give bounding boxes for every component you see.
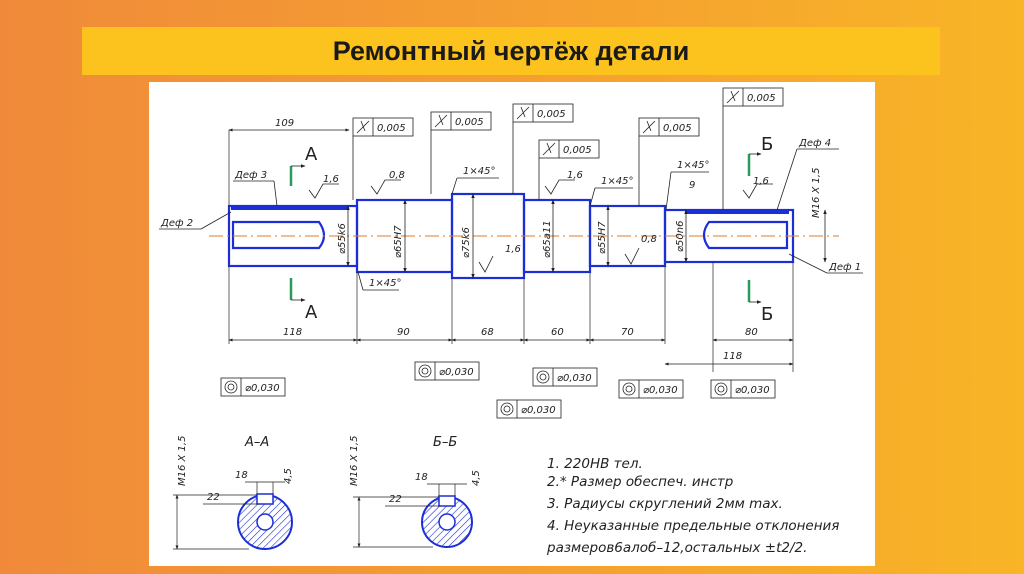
roughness-1: 1,6 xyxy=(323,174,339,185)
note-1: 1. 220HB тел. xyxy=(547,456,643,472)
concentricity-tol-5: ⌀0,030 xyxy=(643,385,678,396)
section-aa: А–А M16 X 1,5 18 4,5 22 xyxy=(173,435,294,550)
section-a-top: А xyxy=(305,144,318,165)
section-bb-thread: M16 X 1,5 xyxy=(349,436,360,486)
section-b-bottom: Б xyxy=(761,304,773,325)
section-aa-45: 4,5 xyxy=(283,468,294,484)
section-b-top: Б xyxy=(761,134,773,155)
drawing-sheet: ⌀55k6 ⌀65H7 ⌀75k6 ⌀65a11 ⌀55H7 ⌀50n6 M16… xyxy=(149,82,875,566)
dimension-80: 80 xyxy=(745,327,758,338)
roughness-4: 1,6 xyxy=(505,244,521,255)
diameter-65a11: ⌀65a11 xyxy=(542,220,553,258)
length-dimensions: 109 118 90 68 60 70 80 118 xyxy=(228,118,794,372)
defect-2: Деф 2 xyxy=(160,218,193,229)
defect-1: Деф 1 xyxy=(828,262,861,273)
concentricity-tol-4: ⌀0,030 xyxy=(557,373,592,384)
section-aa-thread: M16 X 1,5 xyxy=(177,436,188,486)
chamfer-2: 1×45° xyxy=(369,278,401,289)
concentricity-tol-2: ⌀0,030 xyxy=(439,367,474,378)
section-aa-22: 22 xyxy=(207,492,220,503)
technical-notes: 1. 220HB тел. 2.* Размер обеспеч. инстр … xyxy=(546,456,839,556)
slide-title: Ремонтный чертёж детали xyxy=(332,35,690,66)
roughness-5: 0,8 xyxy=(641,234,657,245)
runout-tol-3: 0,005 xyxy=(537,109,566,120)
section-aa-18: 18 xyxy=(235,470,248,481)
roughness-3: 1,6 xyxy=(567,170,583,181)
concentricity-frames: ⌀0,030 ⌀0,030 ⌀0,030 ⌀0,030 ⌀0,030 ⌀0,03… xyxy=(220,361,776,419)
thread-label: M16 X 1,5 xyxy=(811,168,822,218)
defect-zones xyxy=(231,206,789,214)
dimension-90: 90 xyxy=(397,327,410,338)
note-2: 2.* Размер обеспеч. инстр xyxy=(547,474,733,490)
diameter-55k6: ⌀55k6 xyxy=(337,223,348,254)
diameter-labels: ⌀55k6 ⌀65H7 ⌀75k6 ⌀65a11 ⌀55H7 ⌀50n6 M16… xyxy=(337,168,822,258)
section-bb: Б–Б M16 X 1,5 18 4,5 22 xyxy=(349,435,482,548)
dimension-118-right: 118 xyxy=(723,351,742,362)
concentricity-tol-6: ⌀0,030 xyxy=(735,385,770,396)
dimension-118-left: 118 xyxy=(283,327,302,338)
section-a-bottom: А xyxy=(305,302,318,323)
section-markers: А А Б Б xyxy=(289,134,773,325)
runout-tol-6: 0,005 xyxy=(747,93,776,104)
defect-labels: Деф 3 Деф 2 Деф 4 Деф 1 xyxy=(159,138,863,274)
roughness-6: 1,6 xyxy=(753,176,769,187)
chamfer-4: 1×45° xyxy=(677,160,709,171)
note-3: 3. Радиусы скруглений 2мм max. xyxy=(547,496,783,512)
diameter-lines xyxy=(346,193,827,279)
roughness-marks: 1,6 0,8 1,6 1,6 0,8 1,6 xyxy=(308,170,773,273)
dimension-70: 70 xyxy=(621,327,634,338)
chamfer-1: 1×45° xyxy=(463,166,495,177)
section-bb-22: 22 xyxy=(389,494,402,505)
diameter-55h7: ⌀55H7 xyxy=(597,221,608,254)
note-4: 4. Неуказанные предельные отклонения xyxy=(547,518,839,534)
concentricity-tol-1: ⌀0,030 xyxy=(245,383,280,394)
technical-drawing: ⌀55k6 ⌀65H7 ⌀75k6 ⌀65a11 ⌀55H7 ⌀50n6 M16… xyxy=(159,87,863,556)
defect-4: Деф 4 xyxy=(798,138,831,149)
dimension-9: 9 xyxy=(689,180,695,191)
dimension-109: 109 xyxy=(275,118,294,129)
runout-tol-4: 0,005 xyxy=(563,145,592,156)
title-bar: Ремонтный чертёж детали xyxy=(82,27,940,75)
runout-tol-5: 0,005 xyxy=(663,123,692,134)
diameter-50n6: ⌀50n6 xyxy=(675,221,686,252)
section-aa-title: А–А xyxy=(244,435,269,450)
runout-tol-2: 0,005 xyxy=(455,117,484,128)
chamfer-labels: 1×45° 1×45° 1×45° 1×45° 9 xyxy=(357,160,709,291)
section-bb-title: Б–Б xyxy=(433,435,457,450)
runout-frames: 0,005 0,005 0,005 0,005 0,005 0,005 xyxy=(352,87,784,210)
dimension-60: 60 xyxy=(551,327,564,338)
dimension-68: 68 xyxy=(481,327,494,338)
chamfer-3: 1×45° xyxy=(601,176,633,187)
diameter-65h7: ⌀65H7 xyxy=(393,225,404,258)
section-bb-45: 4,5 xyxy=(471,470,482,486)
concentricity-tol-3: ⌀0,030 xyxy=(521,405,556,416)
runout-tol-1: 0,005 xyxy=(377,123,406,134)
note-5: размеров6алоб–12,остальных ±t2/2. xyxy=(546,540,807,556)
roughness-2: 0,8 xyxy=(389,170,405,181)
defect-3: Деф 3 xyxy=(234,170,267,181)
section-bb-18: 18 xyxy=(415,472,428,483)
diameter-75k6: ⌀75k6 xyxy=(461,227,472,258)
